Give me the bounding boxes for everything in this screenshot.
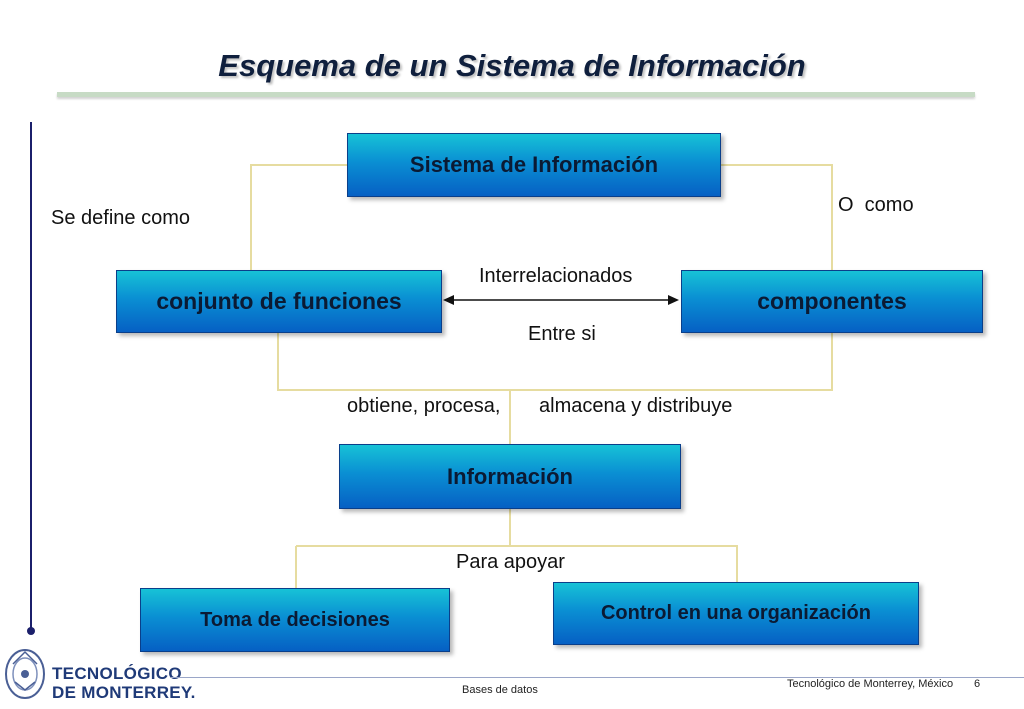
double-arrow-interrelacion (443, 295, 679, 305)
footer-divider (170, 677, 1024, 678)
logo-line-1: TECNOLÓGICO (52, 664, 182, 683)
label-para-apoyar: Para apoyar (456, 551, 565, 573)
label-o-como: O como (838, 194, 914, 216)
label-almacena-distribuye: almacena y distribuye (539, 395, 733, 417)
footer-course-title: Bases de datos (462, 684, 538, 696)
box-informacion: Información (339, 444, 681, 509)
connector-funciones-informacion (277, 333, 511, 444)
connector-sistema-componentes (720, 164, 833, 270)
connector-apoyo-control (296, 545, 738, 582)
box-toma-de-decisiones: Toma de decisiones (140, 588, 450, 652)
connector-sistema-funciones (250, 164, 347, 270)
side-accent-dot (27, 627, 35, 635)
footer-institution: Tecnológico de Monterrey, México (787, 678, 954, 690)
tec-monterrey-seal-icon (5, 649, 45, 699)
connector-componentes-informacion (510, 333, 833, 391)
label-interrelacionados: Interrelacionados (479, 265, 633, 287)
side-accent-line (30, 122, 32, 630)
box-sistema-de-informacion: Sistema de Información (347, 133, 721, 197)
box-control-en-una-organizacion: Control en una organización (553, 582, 919, 645)
label-entre-si: Entre si (528, 323, 596, 345)
page-number: 6 (974, 678, 981, 690)
slide-title: Esquema de un Sistema de Información (218, 48, 806, 83)
box-conjunto-de-funciones: conjunto de funciones (116, 270, 442, 333)
label-se-define-como: Se define como (51, 207, 190, 229)
title-underline (57, 92, 975, 97)
label-obtiene-procesa: obtiene, procesa, (347, 395, 501, 417)
box-componentes: componentes (681, 270, 983, 333)
logo-line-2: DE MONTERREY. (52, 683, 196, 702)
